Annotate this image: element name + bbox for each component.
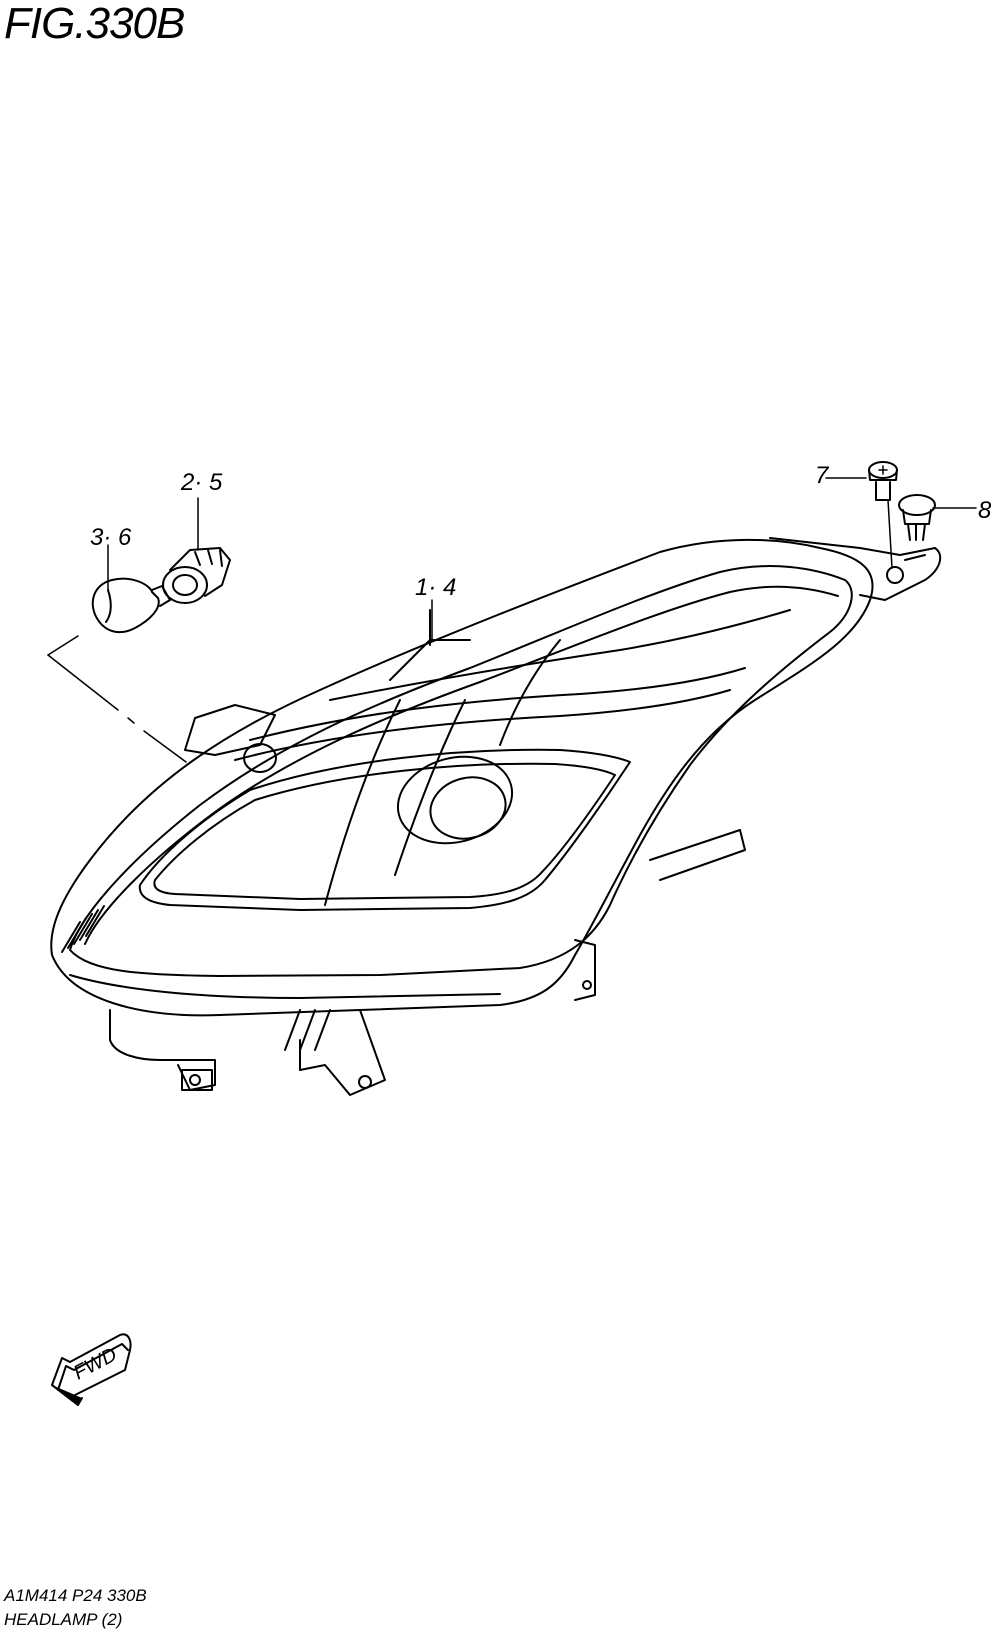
callout-1-4: 1· 4 xyxy=(415,574,456,601)
fwd-arrow-icon: FWD xyxy=(51,1333,132,1406)
callouts: 2· 5 3· 6 1· 4 7 8 xyxy=(90,462,991,601)
figure-title: FIG.330B xyxy=(4,0,185,48)
callout-7: 7 xyxy=(815,462,830,489)
assembly-line-b xyxy=(47,654,187,763)
callout-3-6: 3· 6 xyxy=(90,524,132,551)
screw-part xyxy=(868,461,898,501)
bulb-part xyxy=(91,577,171,634)
leader-lines xyxy=(47,477,977,763)
figure-caption: HEADLAMP (2) xyxy=(4,1610,123,1629)
assembly-line-a xyxy=(47,635,79,656)
callout-2-5: 2· 5 xyxy=(180,469,223,496)
socket-part xyxy=(162,547,231,604)
leader-7-down xyxy=(887,499,893,569)
clip-part xyxy=(898,494,936,541)
headlamp-assembly xyxy=(50,537,942,1096)
callout-8: 8 xyxy=(978,497,991,524)
drawing-code: A1M414 P24 330B xyxy=(4,1586,147,1605)
